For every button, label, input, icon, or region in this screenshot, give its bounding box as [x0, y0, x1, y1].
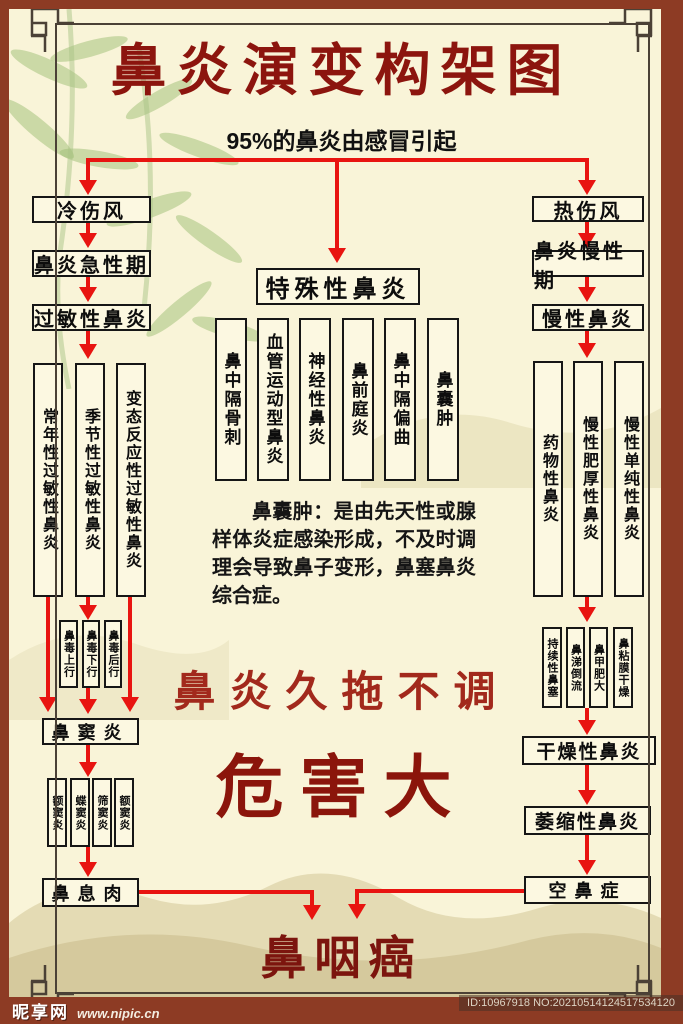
flow-line — [86, 158, 90, 182]
node-chronic-rhinitis: 慢性鼻炎 — [532, 304, 644, 331]
flow-arrow — [578, 720, 596, 735]
flow-line — [585, 277, 589, 289]
flow-line — [86, 331, 90, 346]
sinus-type-frontal: 额窦炎 — [47, 778, 67, 847]
flow-arrow — [79, 180, 97, 195]
flow-arrow — [39, 697, 57, 712]
flow-arrow — [578, 343, 596, 358]
flow-line — [585, 597, 589, 609]
frame-band-right — [661, 0, 683, 1024]
flow-line — [585, 158, 589, 182]
rhinitis-subtype-simple: 慢性单纯性鼻炎 — [614, 361, 644, 597]
flow-arrow — [578, 607, 596, 622]
flow-line — [585, 222, 589, 235]
flow-line — [86, 847, 90, 864]
flow-line — [585, 765, 589, 792]
poster-subtitle: 95%的鼻炎由感冒引起 — [226, 128, 457, 154]
node-atrophic-rhinitis: 萎缩性鼻炎 — [524, 806, 651, 835]
symptom-postnasal-drip: 鼻涕倒流 — [566, 627, 585, 708]
special-item-vasomotor: 血管运动型鼻炎 — [257, 318, 289, 481]
node-empty-nose-syndrome: 空鼻症 — [524, 876, 651, 904]
flow-line — [355, 889, 359, 906]
special-item-vestibulitis: 鼻前庭炎 — [342, 318, 374, 481]
fret-corner-bottom-left — [30, 965, 74, 1010]
nasal-toxin-down: 鼻毒下行 — [82, 620, 100, 688]
node-allergic-rhinitis: 过敏性鼻炎 — [32, 304, 151, 331]
flow-arrow — [578, 287, 596, 302]
flow-line — [585, 835, 589, 862]
sinus-type-frontal-2: 额窦炎 — [114, 778, 134, 847]
flow-arrow — [303, 905, 321, 920]
flow-line — [585, 708, 589, 722]
flow-line — [585, 331, 589, 345]
node-nasal-polyp: 鼻息肉 — [42, 878, 139, 907]
flow-line — [357, 889, 524, 893]
allergic-subtype-seasonal: 季节性过敏性鼻炎 — [75, 363, 105, 597]
symptom-dry-mucosa: 鼻粘膜干燥 — [613, 627, 633, 708]
flow-arrow — [79, 344, 97, 359]
symptom-turbinate-hypertrophy: 鼻甲肥大 — [589, 627, 608, 708]
fret-corner-top-right — [609, 7, 653, 52]
nasal-toxin-up: 鼻毒上行 — [59, 620, 78, 688]
nasal-toxin-back: 鼻毒后行 — [104, 620, 122, 688]
special-item-septal-spur: 鼻中隔骨刺 — [215, 318, 247, 481]
watermark-url: www.nipic.cn — [77, 1006, 160, 1021]
slogan-line1: 鼻炎久拖不调 — [173, 667, 510, 716]
flow-arrow — [79, 862, 97, 877]
allergic-subtype-perennial: 常年性过敏性鼻炎 — [33, 363, 63, 597]
watermark-logo: 昵享网 www.nipic.cn — [12, 998, 160, 1023]
flow-arrow — [348, 904, 366, 919]
nasopharyngeal-cancer-text: 鼻咽癌 — [260, 931, 423, 985]
node-dry-rhinitis: 干燥性鼻炎 — [522, 736, 656, 765]
node-cold-flu: 冷伤风 — [32, 196, 151, 223]
allergic-subtype-atopic: 变态反应性过敏性鼻炎 — [116, 363, 146, 597]
special-rhinitis-header: 特殊性鼻炎 — [256, 268, 420, 305]
flow-arrow — [578, 790, 596, 805]
flow-line — [335, 158, 339, 250]
sinus-type-sphenoid: 蝶窦炎 — [70, 778, 90, 847]
rhinitis-subtype-hypertrophic: 慢性肥厚性鼻炎 — [573, 361, 603, 597]
flow-line — [86, 277, 90, 289]
flow-arrow — [578, 180, 596, 195]
node-chronic-stage: 鼻炎慢性期 — [532, 241, 644, 292]
fret-corner-top-left — [30, 7, 74, 52]
poster-title: 鼻炎演变构架图 — [110, 38, 573, 104]
flow-line — [139, 890, 314, 894]
flow-line — [86, 688, 90, 701]
node-sinusitis: 鼻窦炎 — [42, 718, 139, 745]
watermark-id: ID:10967918 NO:20210514124517534120 — [459, 995, 683, 1011]
flow-arrow — [79, 699, 97, 714]
special-item-nasal-cyst: 鼻囊肿 — [427, 318, 459, 481]
frame-band-left — [0, 0, 9, 1024]
special-item-deviated-septum: 鼻中隔偏曲 — [384, 318, 416, 481]
special-item-neurogenic: 神经性鼻炎 — [299, 318, 331, 481]
flow-arrow — [79, 762, 97, 777]
flow-arrow — [79, 287, 97, 302]
flow-arrow — [328, 248, 346, 263]
flow-line — [128, 597, 132, 701]
flow-arrow — [79, 605, 97, 620]
flow-line — [86, 597, 90, 607]
slogan-line2: 危害大 — [215, 748, 468, 828]
flow-line — [86, 745, 90, 764]
symptom-persistent-congestion: 持续性鼻塞 — [542, 627, 562, 708]
flow-arrow — [578, 233, 596, 248]
flow-arrow — [79, 233, 97, 248]
watermark-site: 昵享网 — [12, 1003, 69, 1022]
node-acute-stage: 鼻炎急性期 — [32, 250, 151, 277]
frame-band-top — [0, 0, 683, 9]
sinus-type-ethmoid: 筛窦炎 — [92, 778, 112, 847]
node-hot-flu: 热伤风 — [532, 196, 644, 223]
rhinitis-subtype-drug-induced: 药物性鼻炎 — [533, 361, 563, 597]
flow-line — [86, 223, 90, 235]
flow-line — [310, 890, 314, 907]
flow-arrow — [121, 697, 139, 712]
flow-arrow — [578, 860, 596, 875]
nasal-cyst-note: 鼻囊肿：是由先天性或腺样体炎症感染形成，不及时调理会导致鼻子变形，鼻塞鼻炎综合症… — [212, 501, 476, 607]
flow-line — [46, 597, 50, 701]
